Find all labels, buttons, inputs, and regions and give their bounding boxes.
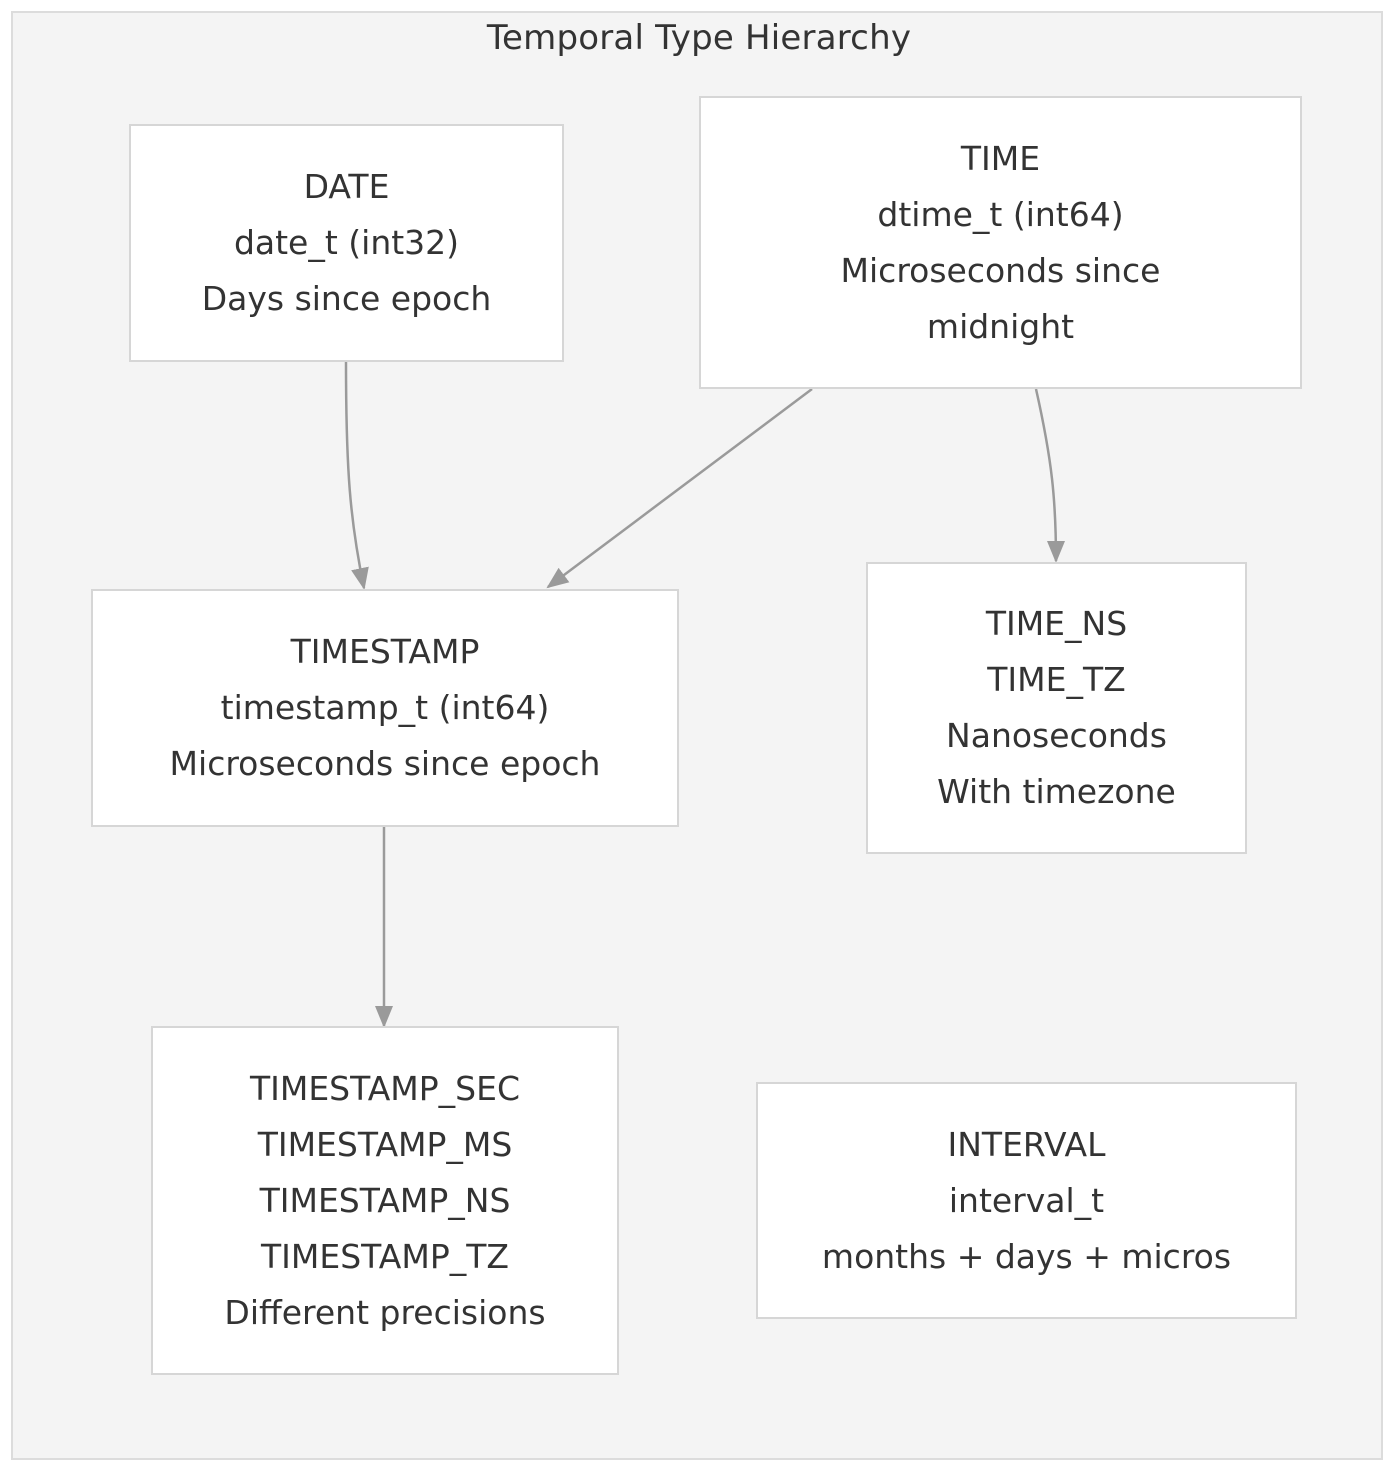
node-interval-line-2: interval_t — [948, 1180, 1105, 1220]
node-time: TIME dtime_t (int64) Microseconds since … — [699, 96, 1302, 389]
node-time-ns-line-4: With timezone — [937, 772, 1176, 811]
node-interval-line-1: INTERVAL — [947, 1124, 1106, 1164]
node-time-line-4: midnight — [926, 306, 1075, 346]
node-time-ns-line-2: TIME_TZ — [987, 660, 1126, 699]
node-time-line-1: TIME — [960, 138, 1041, 178]
node-time-line-2: dtime_t (int64) — [877, 194, 1124, 234]
node-interval: INTERVAL interval_t months + days + micr… — [756, 1082, 1297, 1319]
node-timestamp-line-2: timestamp_t (int64) — [220, 688, 550, 727]
node-date-line-2: date_t (int32) — [233, 223, 460, 262]
node-time-ns-line-1: TIME_NS — [985, 604, 1128, 643]
diagram-title: Temporal Type Hierarchy — [486, 18, 912, 58]
node-timestamp-line-1: TIMESTAMP — [290, 632, 480, 671]
edge-date-to-timestamp — [344, 361, 369, 590]
edge-time-to-time-ns — [1034, 388, 1065, 563]
node-time-line-3: Microseconds since — [840, 250, 1161, 290]
node-timestamp: TIMESTAMP timestamp_t (int64) Microsecon… — [91, 589, 679, 827]
node-date-line-1: DATE — [303, 167, 390, 206]
node-timestamp-variants: TIMESTAMP_SEC TIMESTAMP_MS TIMESTAMP_NS … — [151, 1026, 619, 1375]
node-time-ns: TIME_NS TIME_TZ Nanoseconds With timezon… — [866, 562, 1247, 854]
node-date: DATE date_t (int32) Days since epoch — [129, 124, 564, 362]
node-timestamp-variants-line-2: TIMESTAMP_MS — [257, 1124, 513, 1164]
node-timestamp-variants-line-1: TIMESTAMP_SEC — [249, 1068, 521, 1108]
node-interval-line-3: months + days + micros — [821, 1236, 1232, 1276]
node-timestamp-variants-line-4: TIMESTAMP_TZ — [261, 1236, 509, 1276]
node-timestamp-variants-line-5: Different precisions — [224, 1292, 546, 1332]
node-time-ns-line-3: Nanoseconds — [946, 716, 1167, 755]
node-timestamp-variants-line-3: TIMESTAMP_NS — [259, 1180, 511, 1220]
node-date-line-3: Days since epoch — [201, 279, 492, 318]
node-timestamp-line-3: Microseconds since epoch — [169, 744, 601, 783]
edge-time-to-timestamp — [546, 388, 813, 589]
